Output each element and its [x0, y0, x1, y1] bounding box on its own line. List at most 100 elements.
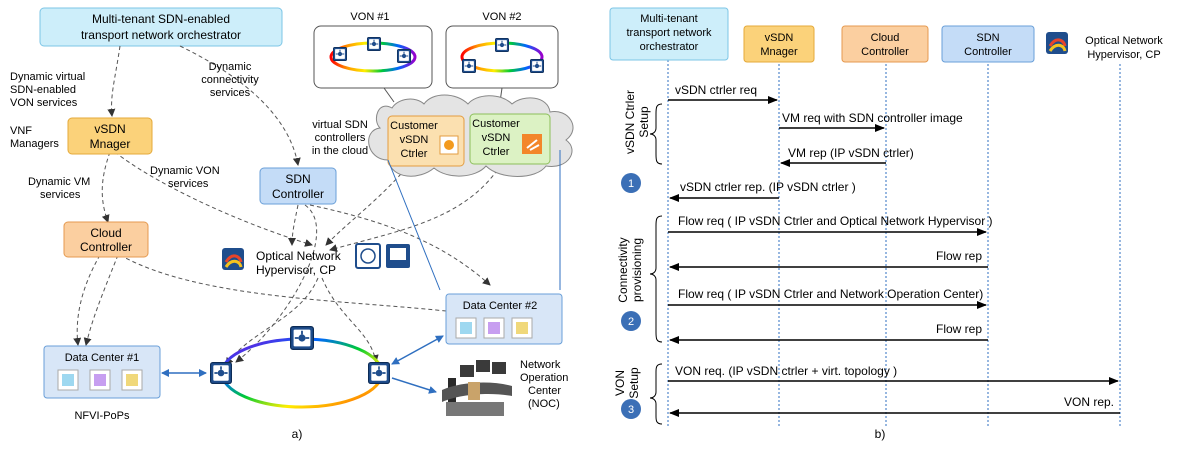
svg-text:Operation: Operation	[520, 372, 568, 384]
dc2-link	[391, 335, 444, 365]
caption-b: b)	[875, 427, 886, 441]
svg-text:2: 2	[628, 316, 634, 328]
msg-von-rep: VON rep.	[1064, 395, 1114, 409]
svg-text:Multi-tenant: Multi-tenant	[640, 13, 697, 25]
svg-text:Controller: Controller	[861, 46, 909, 58]
roadm-icon	[290, 326, 314, 350]
msg-von-req: VON req. (IP vSDN ctrler + virt. topolog…	[675, 364, 897, 378]
svg-text:transport network orchestrator: transport network orchestrator	[81, 28, 241, 42]
server-icon	[126, 374, 138, 386]
svg-text:Ctrler: Ctrler	[401, 148, 428, 160]
orchestrator-box: Multi-tenant SDN-enabled transport netwo…	[39, 7, 283, 47]
step-badge-2: 2	[621, 311, 641, 331]
msg-vm-req: VM req with SDN controller image	[782, 111, 963, 125]
optical-hypervisor: Optical Network Hypervisor, CP	[222, 243, 410, 277]
svg-text:Mnager: Mnager	[90, 137, 131, 151]
von2-box: VON #2	[445, 11, 559, 103]
svg-text:Cloud: Cloud	[90, 226, 121, 240]
phase-connectivity-label: Connectivity	[616, 237, 630, 302]
svg-text:VON #1: VON #1	[350, 11, 389, 23]
actor-vsdn-manager: vSDN Mnager	[743, 25, 815, 63]
svg-text:Hypervisor, CP: Hypervisor, CP	[256, 263, 336, 277]
msg-vm-rep: VM rep (IP vSDN ctrler)	[788, 146, 914, 160]
phase-setup-label: vSDN Ctrler	[623, 90, 637, 154]
svg-text:Controller: Controller	[964, 46, 1012, 58]
noc-console	[442, 360, 512, 416]
svg-text:Setup: Setup	[637, 106, 651, 138]
panel-a: Multi-tenant SDN-enabled transport netwo…	[10, 7, 574, 441]
svg-text:Mnager: Mnager	[760, 46, 798, 58]
svg-text:Customer: Customer	[472, 118, 520, 130]
msg-flow-req-1: Flow req ( IP vSDN Ctrler and Optical Ne…	[678, 214, 993, 228]
step-badge-1: 1	[621, 173, 641, 193]
svg-text:SDN-enabled: SDN-enabled	[10, 84, 76, 96]
server-icon	[516, 322, 528, 334]
svg-text:Multi-tenant SDN-enabled: Multi-tenant SDN-enabled	[92, 12, 230, 26]
msg-vsdn-ctrler-rep: vSDN ctrler rep. (IP vSDN ctrler )	[680, 180, 856, 194]
virtual-sdn-label: virtual SDN	[312, 119, 368, 131]
switch-icon	[530, 59, 544, 73]
svg-text:Controller: Controller	[80, 240, 132, 254]
panel-b: Multi-tenant transport network orchestra…	[609, 7, 1163, 441]
svg-text:vSDN: vSDN	[400, 134, 429, 146]
step-badge-3: 3	[621, 399, 641, 419]
phase-braces	[649, 103, 663, 425]
actor-sdn-controller: SDN Controller	[941, 25, 1035, 63]
switch-icon	[462, 59, 476, 73]
caption-a: a)	[292, 427, 303, 441]
svg-text:in the cloud: in the cloud	[312, 145, 368, 157]
svg-text:Data Center #2: Data Center #2	[463, 300, 538, 312]
svg-text:services: services	[210, 87, 251, 99]
server-icon	[460, 322, 472, 334]
plug-icon	[526, 139, 540, 151]
msg-vsdn-ctrler-req: vSDN ctrler req	[675, 83, 757, 97]
customer-vsdn-ctrler-1: Customer vSDN Ctrler	[387, 115, 465, 167]
svg-text:3: 3	[628, 404, 634, 416]
svg-text:Managers: Managers	[10, 138, 59, 150]
svg-text:Customer: Customer	[390, 120, 438, 132]
svg-text:Setup: Setup	[627, 367, 641, 399]
von1-box: VON #1	[313, 11, 433, 103]
noc-label: Network	[520, 359, 561, 371]
noc-link	[391, 377, 437, 394]
lifelines	[667, 48, 1121, 426]
svg-text:Optical Network: Optical Network	[1085, 35, 1163, 47]
cloud-link-1	[387, 159, 441, 291]
svg-text:SDN: SDN	[976, 32, 999, 44]
data-center-1: Data Center #1	[43, 345, 161, 399]
dynamic-vm-label: Dynamic VM	[28, 176, 90, 188]
msg-flow-req-2: Flow req ( IP vSDN Ctrler and Network Op…	[678, 287, 983, 301]
svg-text:services: services	[168, 178, 209, 190]
message-arrows	[668, 96, 1120, 417]
sun-icon	[444, 140, 454, 150]
svg-text:vSDN: vSDN	[765, 32, 794, 44]
svg-text:VON services: VON services	[10, 97, 78, 109]
nfvi-pops-label: NFVI-PoPs	[74, 410, 130, 422]
customer-vsdn-ctrler-2: Customer vSDN Ctrler	[469, 113, 551, 165]
svg-text:Center: Center	[528, 385, 561, 397]
svg-text:Cloud: Cloud	[871, 32, 900, 44]
svg-text:Ctrler: Ctrler	[483, 146, 510, 158]
switch-icon	[397, 49, 411, 63]
svg-text:orchestrator: orchestrator	[640, 41, 699, 53]
msg-flow-rep-2: Flow rep	[936, 322, 982, 336]
sdn-controller-box: SDN Controller	[259, 167, 337, 205]
svg-text:provisioning: provisioning	[630, 238, 644, 302]
vnf-managers-label: VNF	[10, 125, 32, 137]
actor-cloud-controller: Cloud Controller	[841, 25, 929, 63]
switch-icon	[495, 38, 509, 52]
svg-text:connectivity: connectivity	[201, 74, 259, 86]
svg-text:vSDN: vSDN	[482, 132, 511, 144]
actor-orchestrator: Multi-tenant transport network orchestra…	[609, 7, 729, 61]
svg-text:Hypervisor, CP: Hypervisor, CP	[1087, 49, 1160, 61]
actor-optical-hypervisor: Optical Network Hypervisor, CP	[1046, 32, 1163, 61]
globe-icon	[355, 243, 381, 269]
data-center-2: Data Center #2	[445, 293, 563, 345]
server-icon	[62, 374, 74, 386]
svg-text:(NOC): (NOC)	[528, 398, 560, 410]
dynamic-connectivity-label: Dynamic	[209, 61, 252, 73]
dynamic-virtual-label: Dynamic virtual	[10, 71, 85, 83]
phase-von-label: VON	[613, 370, 627, 396]
svg-text:Data Center #1: Data Center #1	[65, 352, 140, 364]
